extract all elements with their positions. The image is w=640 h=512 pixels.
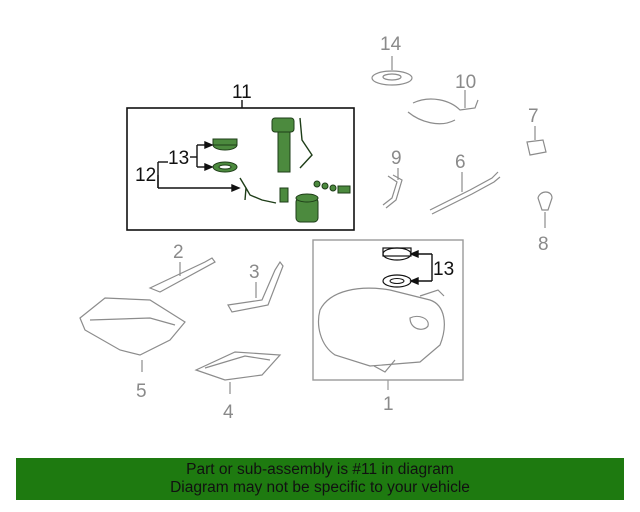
part-3-strap <box>227 260 284 313</box>
callout-13-right: 13 <box>433 259 454 280</box>
footer-line-2: Diagram may not be specific to your vehi… <box>170 479 470 496</box>
callout-12: 12 <box>135 165 156 186</box>
callout-1: 1 <box>383 394 394 415</box>
part-14-gasket <box>371 56 413 86</box>
part-6-pipe <box>429 171 501 215</box>
callout-10: 10 <box>455 72 476 93</box>
callout-13-left: 13 <box>168 148 189 169</box>
callout-2: 2 <box>173 242 184 263</box>
callout-7: 7 <box>528 106 539 127</box>
callout-12-bracket <box>157 161 241 193</box>
callout-11: 11 <box>232 82 252 103</box>
callout-14: 14 <box>380 34 402 55</box>
callout-8: 8 <box>538 234 549 255</box>
part-7-clip <box>526 126 547 156</box>
parts-diagram: 14 10 7 8 9 6 11 <box>79 34 553 423</box>
fuel-pump-assembly <box>212 117 351 223</box>
callout-6: 6 <box>455 152 466 173</box>
callout-3: 3 <box>249 262 260 283</box>
fuel-tank <box>317 247 445 373</box>
part-9-bracket <box>382 168 403 209</box>
part-10-harness <box>407 90 479 125</box>
part-2-strap <box>148 257 216 293</box>
footer-line-1: Part or sub-assembly is #11 in diagram <box>186 461 454 478</box>
callout-13-bracket-left <box>190 140 214 172</box>
callout-13-bracket-right <box>409 249 433 286</box>
part-4-frame <box>194 351 282 394</box>
assembly-11-box <box>126 107 355 231</box>
callout-4: 4 <box>223 402 234 423</box>
callout-9: 9 <box>391 148 402 169</box>
part-5-shield <box>79 297 186 372</box>
footer-banner: Part or sub-assembly is #11 in diagram D… <box>16 458 624 500</box>
callout-5: 5 <box>136 381 147 402</box>
part-8-clip <box>537 191 553 228</box>
